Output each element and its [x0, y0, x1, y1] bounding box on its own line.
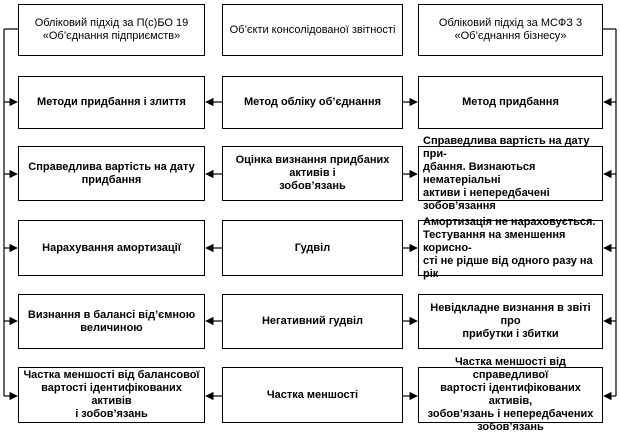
header-left-pbo19: Обліковий підхід за П(с)БО 19 «Об’єднанн…: [18, 4, 205, 56]
consolidation-comparison-diagram: Обліковий підхід за П(с)БО 19 «Об’єднанн…: [3, 4, 617, 433]
connector-lines: [3, 28, 617, 401]
left-box-fair-value: Справедлива вартість на дату придбання: [18, 146, 205, 201]
right-box-minority-fair-value: Частка меншості від справедливої вартост…: [418, 356, 603, 433]
mid-box-negative-goodwill: Негативний гудвіл: [222, 294, 403, 349]
header-right-ifrs3: Обліковий підхід за МСФЗ 3 «Об’єднання б…: [418, 4, 603, 56]
left-box-amortization: Нарахування амортизації: [18, 220, 205, 276]
right-box-fair-value-intangibles: Справедлива вартість на дату при- дбання…: [418, 135, 603, 212]
mid-box-combination-accounting-method: Метод обліку об’єднання: [222, 76, 403, 129]
right-box-immediate-profit-loss: Невідкладне визнання в звіті про прибутк…: [418, 294, 603, 349]
left-box-negative-balance: Визнання в балансі від’ємною величиною: [18, 294, 205, 349]
right-box-impairment-testing: Амортизація не нараховується. Тестування…: [418, 216, 603, 280]
left-box-minority-book-value: Частка меншості від балансової вартості …: [18, 367, 205, 423]
left-box-acquisition-merger-methods: Методи придбання і злиття: [18, 76, 205, 129]
right-box-acquisition-method: Метод придбання: [418, 76, 603, 129]
mid-box-minority-interest: Частка меншості: [222, 367, 403, 423]
mid-box-asset-liability-recognition: Оцінка визнання придбаних активів і зобо…: [222, 146, 403, 201]
mid-box-goodwill: Гудвіл: [222, 220, 403, 276]
header-middle-objects: Об’єкти консолідованої звітності: [222, 4, 403, 56]
